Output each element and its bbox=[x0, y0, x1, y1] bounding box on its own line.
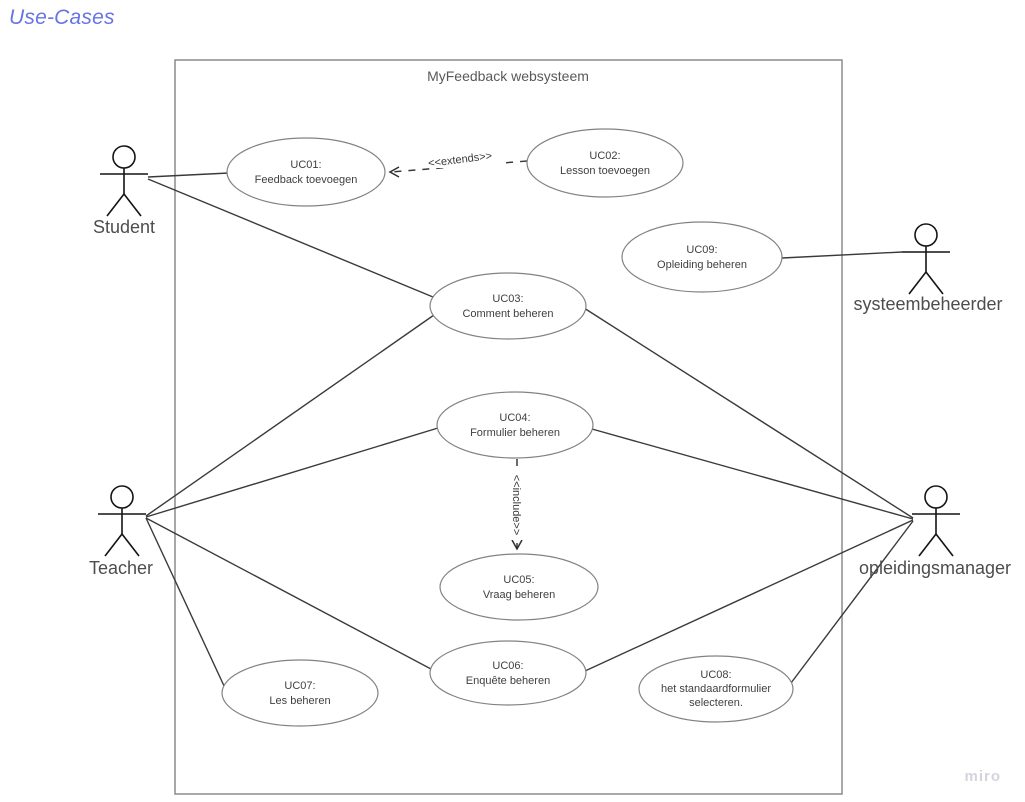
association-opleidingsmanager-uc03[interactable] bbox=[583, 307, 914, 519]
svg-text:UC06:: UC06: bbox=[492, 660, 523, 672]
include-connector[interactable]: <<include>> bbox=[509, 459, 525, 551]
actor-systeembeheerder[interactable]: systeembeheerder bbox=[853, 223, 1003, 314]
use-case-uc08[interactable]: UC08: het standaardformulier selecteren. bbox=[638, 655, 794, 723]
svg-text:UC04:: UC04: bbox=[499, 412, 530, 424]
svg-text:het standaardformulier: het standaardformulier bbox=[661, 683, 771, 695]
svg-text:Vraag beheren: Vraag beheren bbox=[483, 589, 555, 601]
actor-opleidingsmanager[interactable]: opleidingsmanager bbox=[859, 485, 1011, 578]
svg-text:UC05:: UC05: bbox=[503, 574, 534, 586]
actor-teacher-label: Teacher bbox=[89, 558, 153, 578]
svg-text:Feedback toevoegen: Feedback toevoegen bbox=[255, 174, 358, 186]
actor-student[interactable]: Student bbox=[93, 145, 155, 237]
miro-watermark: miro bbox=[964, 768, 1001, 785]
arrowhead-icon bbox=[511, 539, 523, 551]
system-boundary-title: MyFeedback websysteem bbox=[427, 68, 589, 84]
svg-text:UC03:: UC03: bbox=[492, 293, 523, 305]
svg-text:UC02:: UC02: bbox=[589, 150, 620, 162]
association-student-uc03[interactable] bbox=[147, 178, 434, 298]
arrowhead-icon bbox=[388, 166, 400, 178]
association-teacher-uc04[interactable] bbox=[145, 427, 439, 518]
svg-text:UC09:: UC09: bbox=[686, 244, 717, 256]
use-case-uc05[interactable]: UC05: Vraag beheren bbox=[439, 553, 599, 621]
use-case-uc02[interactable]: UC02: Lesson toevoegen bbox=[526, 128, 684, 198]
svg-text:Comment beheren: Comment beheren bbox=[462, 308, 553, 320]
association-student-uc01[interactable] bbox=[147, 172, 230, 178]
page-title[interactable]: Use-Cases bbox=[9, 6, 115, 29]
actor-student-label: Student bbox=[93, 217, 155, 237]
use-case-uc03[interactable]: UC03: Comment beheren bbox=[429, 272, 587, 340]
use-case-uc07[interactable]: UC07: Les beheren bbox=[221, 659, 379, 727]
svg-text:Les beheren: Les beheren bbox=[269, 695, 330, 707]
use-case-uc09[interactable]: UC09: Opleiding beheren bbox=[621, 221, 783, 293]
use-case-uc01[interactable]: UC01: Feedback toevoegen bbox=[226, 137, 386, 207]
svg-text:Opleiding beheren: Opleiding beheren bbox=[657, 259, 747, 271]
use-case-uc06[interactable]: UC06: Enquête beheren bbox=[429, 640, 587, 706]
svg-text:UC08:: UC08: bbox=[700, 669, 731, 681]
association-opleidingsmanager-uc06[interactable] bbox=[584, 519, 914, 672]
svg-text:UC07:: UC07: bbox=[284, 680, 315, 692]
actor-teacher[interactable]: Teacher bbox=[89, 485, 153, 578]
association-teacher-uc07[interactable] bbox=[145, 517, 226, 689]
svg-text:UC01:: UC01: bbox=[290, 159, 321, 171]
svg-text:Lesson toevoegen: Lesson toevoegen bbox=[560, 165, 650, 177]
svg-text:Formulier beheren: Formulier beheren bbox=[470, 427, 560, 439]
svg-text:Enquête beheren: Enquête beheren bbox=[466, 675, 550, 687]
association-opleidingsmanager-uc08[interactable] bbox=[790, 520, 914, 684]
association-opleidingsmanager-uc04[interactable] bbox=[591, 428, 914, 520]
actor-systeembeheerder-label: systeembeheerder bbox=[853, 294, 1002, 314]
actor-opleidingsmanager-label: opleidingsmanager bbox=[859, 558, 1011, 578]
use-case-uc04[interactable]: UC04: Formulier beheren bbox=[436, 391, 594, 459]
svg-text:selecteren.: selecteren. bbox=[689, 697, 743, 709]
association-lines bbox=[145, 172, 914, 689]
association-systeembeheerder-uc09[interactable] bbox=[781, 251, 903, 259]
association-teacher-uc03[interactable] bbox=[145, 314, 435, 517]
extends-connector[interactable]: <<extends>> bbox=[388, 148, 528, 178]
include-label: <<include>> bbox=[510, 475, 522, 536]
association-teacher-uc06[interactable] bbox=[145, 517, 432, 670]
